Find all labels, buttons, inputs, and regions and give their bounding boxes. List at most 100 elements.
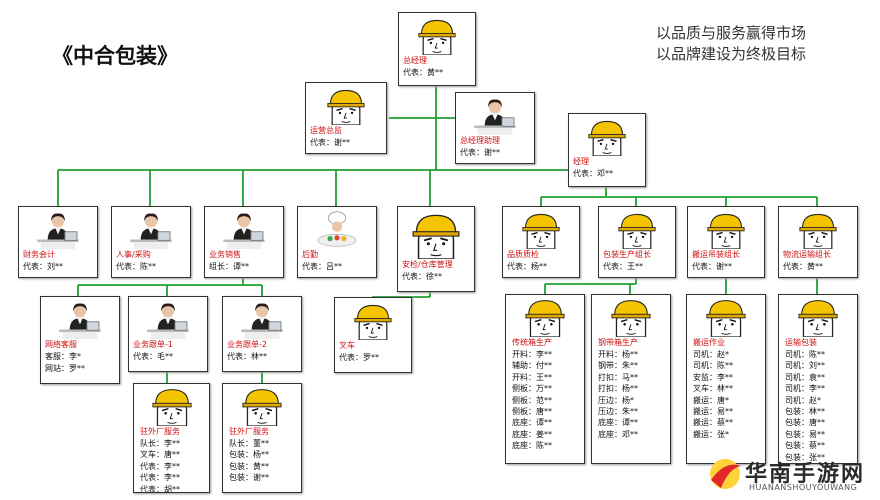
node-role: 财务会计 [23, 250, 55, 259]
team-member: 包装：张** [785, 452, 825, 462]
team-member: 包装：林** [785, 407, 825, 416]
team-member: 底座：邓** [598, 429, 638, 439]
org-node-trans: 物流运输组长代表：黄** [778, 206, 858, 278]
org-node-fork: 叉车代表：罗** [334, 297, 412, 373]
team-role: 驻外厂服务 [229, 427, 269, 436]
office-worker-icon [474, 99, 516, 135]
office-worker-icon [223, 213, 265, 249]
team-card-f1: 驻外厂服务队长：李**叉车：唐**代表：李**代表：李**代表：胡** [133, 383, 210, 493]
node-role: 包装生产组长 [603, 250, 651, 259]
hardhat-worker-icon [354, 304, 392, 340]
page-title: 《中合包装》 [52, 44, 178, 68]
org-node-ops: 运营总监代表：谢** [305, 82, 387, 154]
hardhat-worker-icon [242, 389, 282, 426]
team-member: 压边：朱** [598, 407, 638, 416]
node-role: 后勤 [302, 250, 318, 259]
team-member: 侧板：万** [512, 384, 552, 394]
node-role: 品质质检 [507, 250, 539, 259]
team-member: 包装：易** [785, 429, 825, 439]
node-representative: 代表：黄** [783, 262, 823, 271]
node-representative: 代表：毛** [133, 352, 173, 361]
team-member: 司机：陈** [785, 350, 825, 359]
team-member: 开料：王** [512, 372, 552, 382]
team-member: 开料：杨** [598, 350, 638, 359]
node-representative: 代表：谢** [692, 262, 732, 271]
team-card-t1: 传统箱生产开料：李**辅助：付**开料：王**侧板：万**侧板：范**侧板：唐*… [505, 294, 585, 464]
node-role: 业务跟单-1 [133, 340, 173, 349]
watermark-main-text: 华南手游网 [745, 462, 866, 487]
hardhat-worker-icon [706, 300, 746, 337]
office-worker-icon [59, 303, 101, 339]
team-member: 包装：唐** [785, 418, 825, 428]
team-member: 代表：李** [140, 473, 180, 483]
node-representative: 代表：罗** [339, 353, 379, 362]
node-role: 物流运输组长 [783, 250, 831, 259]
hardhat-worker-icon [799, 213, 837, 249]
team-card-f2: 驻外厂服务队长：董** 包装：杨**包装：黄** 包装：谢** [222, 383, 302, 493]
node-representative: 代表：杨** [507, 262, 547, 271]
office-worker-icon [147, 303, 189, 339]
hardhat-worker-icon [522, 213, 560, 249]
node-representative-2: 网站：罗** [45, 364, 85, 373]
team-member: 搬运：易** [693, 407, 733, 416]
team-member: 包装：杨** [229, 450, 269, 460]
node-role: 总经理 [403, 56, 427, 65]
team-role: 传统箱生产 [512, 338, 552, 347]
node-role: 人事/采购 [116, 250, 151, 259]
org-node-pack: 包装生产组长代表：王** [598, 206, 676, 278]
node-representative: 代表：谢** [460, 148, 500, 157]
node-representative: 组长：谭** [209, 262, 249, 271]
team-member: 叉车：林** [693, 384, 733, 394]
org-node-lift: 搬运吊装组长代表：谢** [687, 206, 765, 278]
org-node-sales: 业务销售组长：谭** [204, 206, 284, 278]
node-role: 安检/仓库管理 [402, 260, 453, 269]
team-member: 代表：胡** [140, 484, 180, 493]
slogan-line-2: 以品牌建设为终极目标 [656, 45, 807, 63]
org-node-s1: 业务跟单-1 代表：毛** [128, 296, 208, 372]
chef-icon [317, 211, 357, 247]
team-member: 打扣：马** [598, 372, 638, 382]
team-role: 钢带箱生产 [598, 338, 638, 347]
node-role: 搬运吊装组长 [692, 250, 740, 259]
team-member: 开料：李** [512, 350, 552, 359]
hardhat-worker-icon [618, 213, 656, 249]
team-member: 包装：黄** [229, 461, 269, 471]
team-member: 底座：谭** [598, 418, 638, 428]
hardhat-worker-icon [151, 389, 192, 426]
node-role: 网络客服 [45, 340, 77, 349]
node-representative: 代表：谢** [310, 138, 350, 147]
team-member: 司机：赵* [693, 350, 729, 359]
hardhat-worker-icon [707, 213, 745, 249]
org-node-wh: 安检/仓库管理代表：徐** [397, 206, 475, 292]
team-member: 底座：姜** [512, 429, 552, 439]
node-representative: 代表：林** [227, 352, 267, 361]
node-representative: 代表：刘** [23, 262, 63, 271]
team-member: 辅助：付** [512, 361, 552, 371]
team-member: 司机：刘** [785, 361, 825, 371]
team-member: 安监：李** [693, 372, 733, 382]
swoosh-icon [710, 459, 741, 489]
team-member: 搬运：蔡** [693, 418, 733, 428]
hardhat-worker-icon [418, 19, 456, 55]
hardhat-worker-icon [327, 89, 365, 125]
node-role: 经理 [573, 157, 589, 166]
node-representative: 代表：邓** [573, 169, 613, 178]
team-member: 司机：袁** [785, 372, 825, 382]
hardhat-worker-icon [525, 300, 565, 337]
team-member: 搬运：唐* [693, 395, 729, 405]
watermark-logo: 华南手游网 HUANANSHOUYOUWANG [705, 452, 875, 498]
team-member: 司机：陈** [693, 361, 733, 371]
office-worker-icon [130, 213, 172, 249]
team-member: 打扣：杨** [598, 384, 638, 394]
team-member: 叉车：唐** [140, 450, 180, 460]
slogan-line-1: 以品质与服务赢得市场 [656, 24, 807, 42]
team-card-t2: 钢带箱生产开料：杨**钢带：朱**打扣：马**打扣：杨**压边：杨*压边：朱**… [591, 294, 671, 464]
team-member: 队长：董** [229, 439, 269, 448]
hardhat-worker-icon [798, 300, 838, 337]
office-worker-icon [241, 303, 283, 339]
team-member: 包装：蔡** [785, 441, 825, 451]
team-member: 包装：谢** [229, 473, 269, 483]
hardhat-worker-icon [412, 214, 460, 259]
org-node-fin: 财务会计代表：刘** [18, 206, 98, 278]
